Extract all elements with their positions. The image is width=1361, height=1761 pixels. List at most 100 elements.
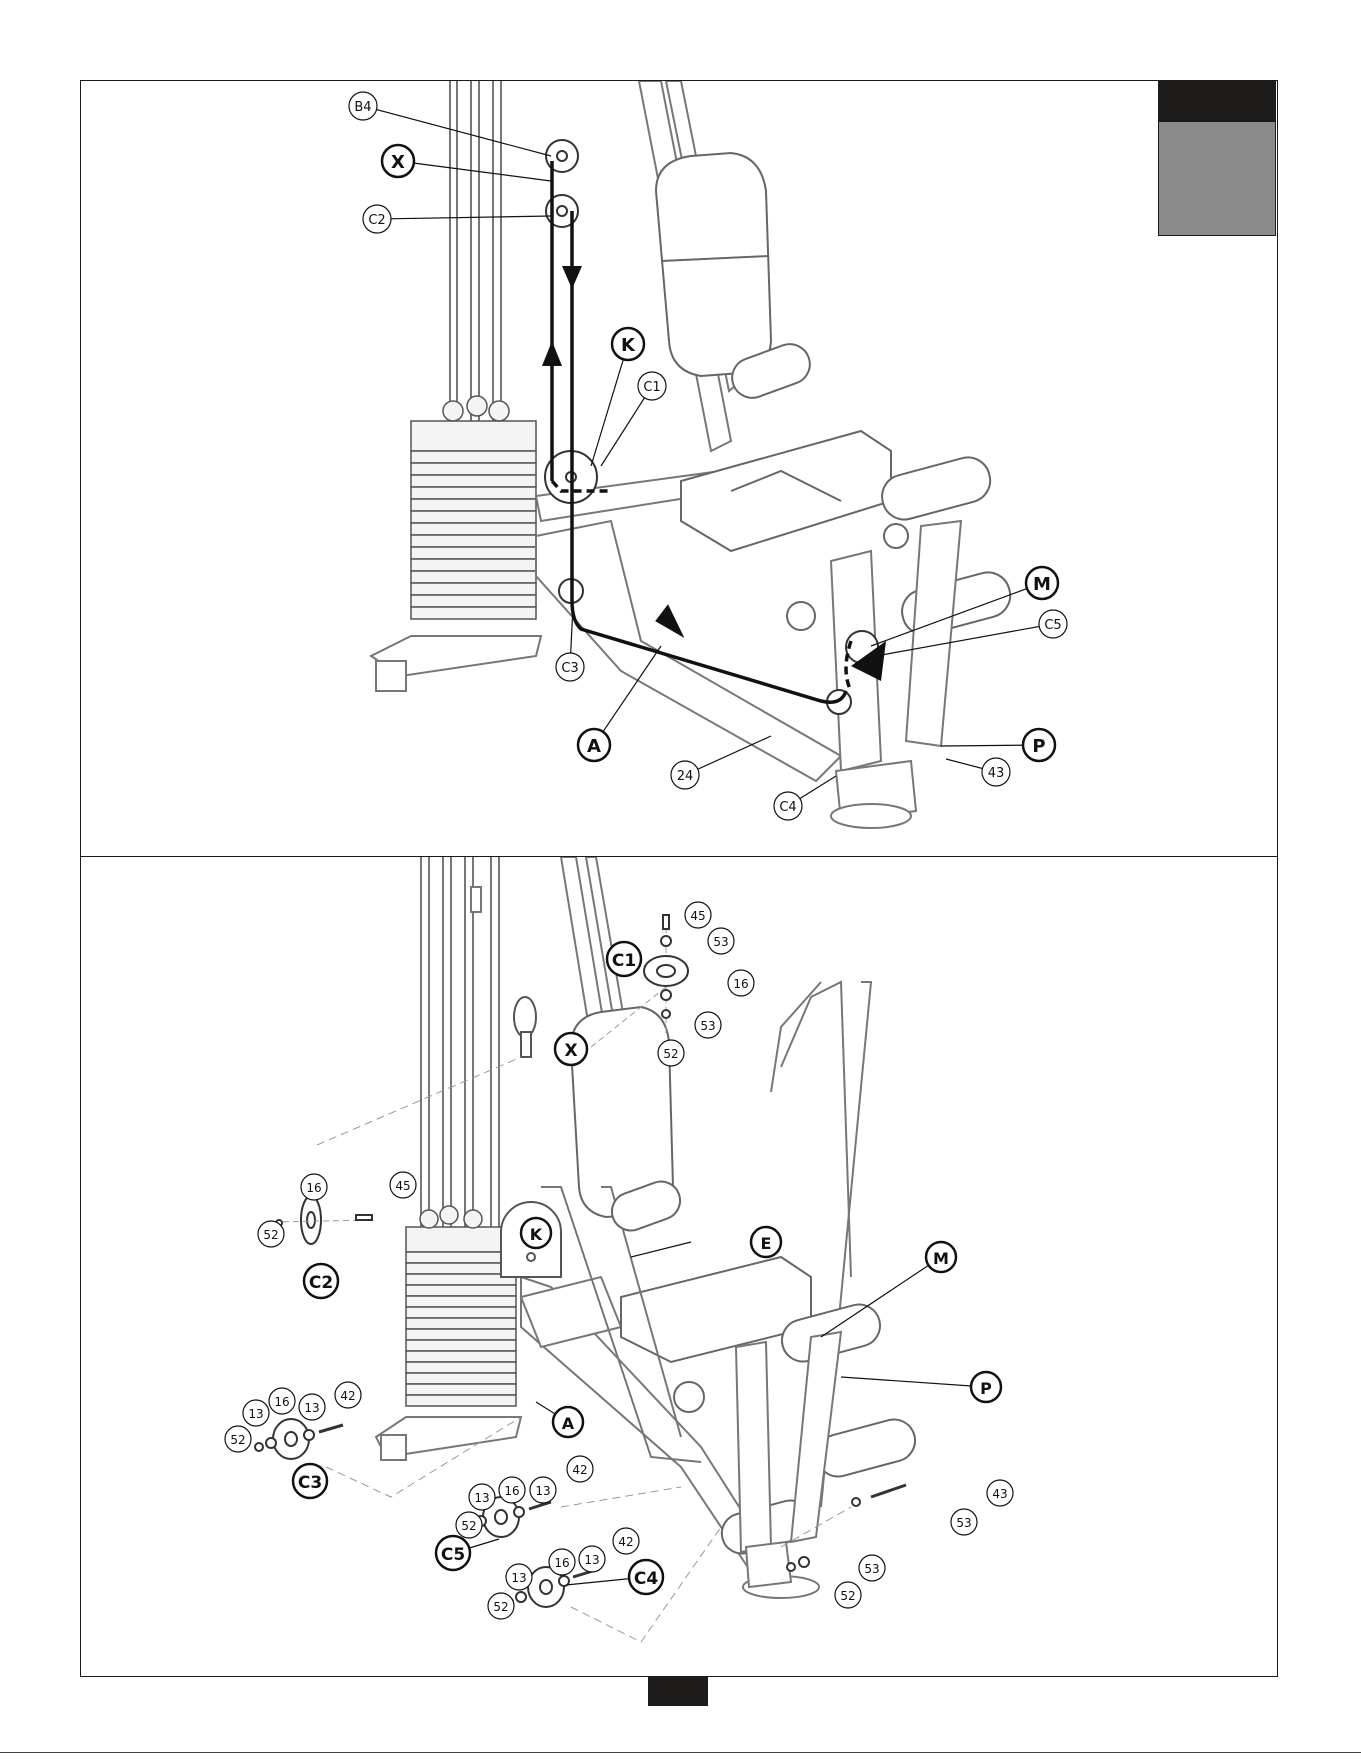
svg-text:C4: C4 — [779, 800, 796, 815]
svg-text:52: 52 — [663, 1047, 678, 1061]
svg-text:53: 53 — [700, 1019, 715, 1033]
svg-text:C2: C2 — [368, 213, 385, 228]
callout-x: X — [555, 1033, 587, 1065]
callout-k: K — [591, 328, 644, 466]
svg-text:52: 52 — [493, 1600, 508, 1614]
callout-52-c4: 52 — [488, 1593, 514, 1619]
exploded-pulley-diagram: 45 53 C1 16 53 52 X 16 — [81, 857, 1277, 1676]
callout-c2: C2 — [304, 1264, 338, 1298]
callout-16-c5: 16 — [499, 1477, 525, 1503]
callout-13-c4b: 13 — [579, 1546, 605, 1572]
guide-rods — [421, 857, 499, 1232]
callout-53-p-left: 53 — [859, 1555, 885, 1581]
svg-text:16: 16 — [274, 1395, 289, 1409]
x-pulley — [514, 997, 536, 1057]
callout-52-p: 52 — [835, 1582, 861, 1608]
svg-text:13: 13 — [535, 1484, 550, 1498]
footer-rule — [0, 1752, 1361, 1753]
svg-text:E: E — [761, 1234, 772, 1253]
svg-text:K: K — [530, 1225, 543, 1244]
callout-13-c5a: 13 — [469, 1484, 495, 1510]
exploded-c5 — [467, 1487, 681, 1537]
svg-text:13: 13 — [248, 1407, 263, 1421]
svg-text:16: 16 — [306, 1181, 321, 1195]
callout-42-c5: 42 — [567, 1456, 593, 1482]
svg-text:53: 53 — [713, 935, 728, 949]
section-tab-dark — [1158, 80, 1276, 122]
callout-52-c5: 52 — [456, 1512, 482, 1538]
callout-43-p: 43 — [987, 1480, 1013, 1506]
callout-13-c3a: 13 — [243, 1400, 269, 1426]
svg-text:43: 43 — [992, 1487, 1007, 1501]
svg-text:M: M — [933, 1249, 949, 1268]
weight-stack — [406, 1206, 516, 1406]
svg-text:X: X — [564, 1041, 577, 1061]
callout-45-c2: 45 — [390, 1172, 416, 1198]
svg-text:52: 52 — [263, 1228, 278, 1242]
svg-text:C1: C1 — [612, 951, 636, 971]
callout-13-c5b: 13 — [530, 1477, 556, 1503]
callout-52-c2: 52 — [258, 1221, 284, 1247]
exploded-c2 — [273, 1057, 521, 1244]
page-number-tab — [648, 1676, 708, 1706]
svg-text:53: 53 — [864, 1562, 879, 1576]
svg-text:13: 13 — [584, 1553, 599, 1567]
svg-text:P: P — [980, 1379, 992, 1398]
svg-text:M: M — [1033, 574, 1051, 595]
svg-text:C3: C3 — [561, 661, 578, 676]
callout-42-c4: 42 — [613, 1528, 639, 1554]
callout-c4: C4 — [774, 776, 836, 820]
svg-text:X: X — [391, 152, 405, 173]
callout-13-c3b: 13 — [299, 1394, 325, 1420]
svg-text:C5: C5 — [1044, 618, 1061, 633]
leg-lever-arm — [736, 1332, 841, 1598]
callout-16-c4: 16 — [549, 1549, 575, 1575]
callout-16-c1: 16 — [728, 970, 754, 996]
leg-lever-arm — [831, 521, 961, 828]
callout-42-c3: 42 — [335, 1382, 361, 1408]
callout-16-c2: 16 — [301, 1174, 327, 1200]
svg-text:A: A — [587, 736, 601, 757]
svg-text:42: 42 — [618, 1535, 633, 1549]
svg-text:16: 16 — [504, 1484, 519, 1498]
top-diagram-panel: B4 X C2 K C1 M C5 — [80, 80, 1278, 857]
callout-p: P — [841, 1372, 1001, 1402]
callout-p: P — [941, 729, 1055, 761]
svg-text:C2: C2 — [309, 1273, 333, 1293]
section-tab-grey — [1158, 122, 1276, 236]
svg-text:16: 16 — [733, 977, 748, 991]
svg-text:C3: C3 — [298, 1473, 322, 1493]
svg-text:13: 13 — [511, 1571, 526, 1585]
callout-e: E — [631, 1227, 781, 1257]
svg-text:B4: B4 — [354, 100, 371, 115]
callout-c1: C1 — [607, 942, 641, 976]
svg-text:45: 45 — [690, 909, 705, 923]
svg-text:C5: C5 — [441, 1545, 465, 1565]
callout-16-c3: 16 — [269, 1388, 295, 1414]
svg-text:42: 42 — [340, 1389, 355, 1403]
svg-text:P: P — [1032, 736, 1045, 757]
svg-text:53: 53 — [956, 1516, 971, 1530]
svg-text:52: 52 — [461, 1519, 476, 1533]
callout-53-mid: 53 — [695, 1012, 721, 1038]
callout-52-c3: 52 — [225, 1426, 251, 1452]
callout-13-c4a: 13 — [506, 1564, 532, 1590]
callout-43: 43 — [946, 758, 1010, 786]
callout-a: A — [536, 1402, 583, 1437]
callout-c3: C3 — [293, 1464, 327, 1498]
svg-text:13: 13 — [304, 1401, 319, 1415]
svg-text:52: 52 — [230, 1433, 245, 1447]
svg-text:42: 42 — [572, 1463, 587, 1477]
guide-rods — [450, 81, 501, 426]
callout-c5: C5 — [436, 1536, 499, 1570]
svg-text:43: 43 — [988, 766, 1005, 781]
callout-53-p-right: 53 — [951, 1509, 977, 1535]
weight-stack — [411, 396, 536, 619]
svg-text:C1: C1 — [643, 380, 660, 395]
svg-text:16: 16 — [554, 1556, 569, 1570]
svg-text:45: 45 — [395, 1179, 410, 1193]
back-pad — [656, 153, 771, 376]
bottom-diagram-panel: 45 53 C1 16 53 52 X 16 — [80, 856, 1278, 1677]
callout-53-top: 53 — [708, 928, 734, 954]
callout-x: X — [382, 145, 551, 181]
